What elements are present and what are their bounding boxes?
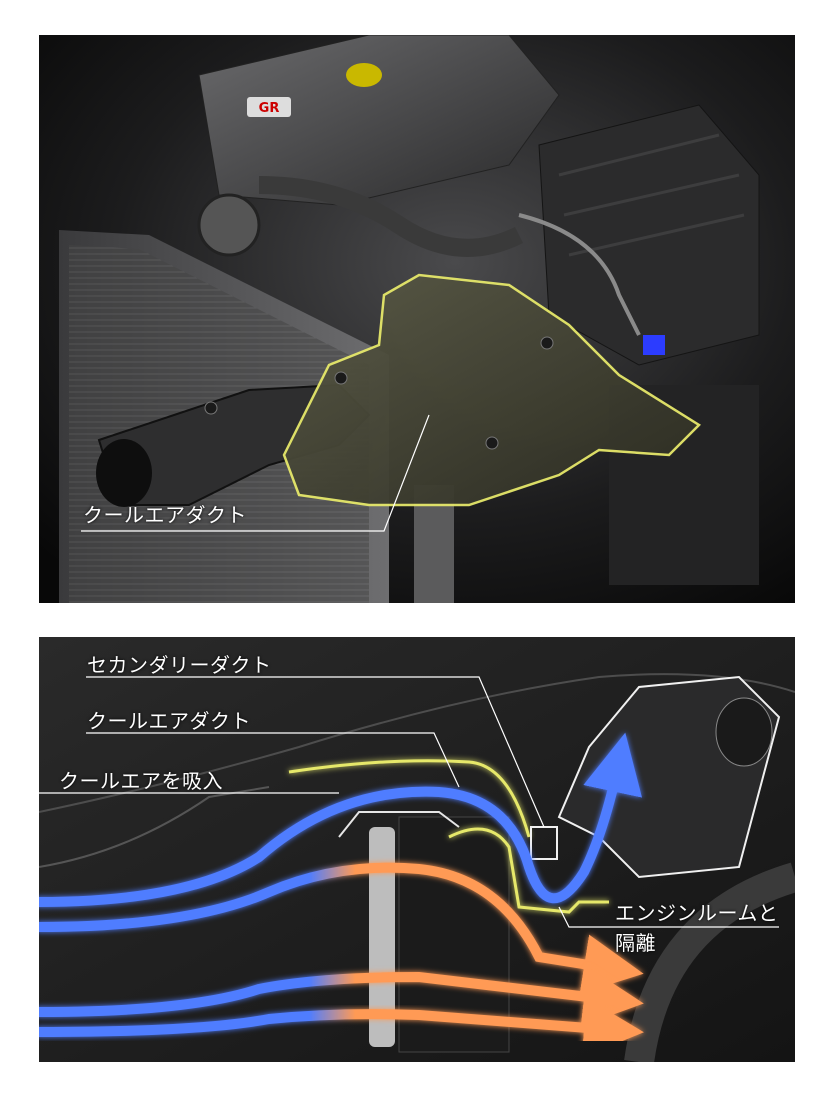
blue-connector (643, 335, 665, 355)
engine-room-label-line2: 隔離 (615, 931, 656, 955)
airflow-diagram (39, 637, 795, 1062)
through-flow-arrow-2 (39, 966, 644, 1027)
cool-air-intake-label: クールエアを吸入 (59, 769, 223, 793)
metal-line (518, 213, 641, 336)
air-box-outlet (715, 697, 773, 767)
through-flow-arrow-3 (39, 997, 644, 1058)
cool-air-duct-highlight (282, 273, 701, 507)
hood-outline (39, 673, 795, 813)
gr-badge (247, 97, 291, 117)
engine-bay-illustration: GR (39, 35, 795, 603)
snorkel-opening (96, 439, 152, 507)
cool-air-duct-bottom (448, 827, 609, 914)
engine-room-label-line1: エンジンルームと (615, 901, 779, 925)
condenser (369, 827, 395, 1047)
airflow-cutaway: セカンダリーダクト クールエアダクト クールエアを吸入 エンジンルームと 隔離 (39, 637, 795, 1062)
duct-callout-line (81, 414, 430, 532)
engine-bay-render: GR クールエアダクト (39, 35, 795, 603)
radiator-bracket (338, 811, 460, 838)
bumper-outline (39, 786, 270, 868)
secondary-duct-label: セカンダリーダクト (87, 653, 272, 677)
through-flow-arrow-1 (39, 862, 644, 994)
cool-air-duct-label: クールエアダクト (87, 709, 251, 733)
secondary-duct-leader (86, 676, 545, 828)
alternator (197, 193, 261, 257)
hose (258, 176, 524, 257)
cool-air-duct-top (288, 759, 531, 838)
intake-airflow-arrow (39, 732, 643, 907)
cool-air-duct-leader (86, 732, 460, 788)
cool-air-duct-label: クールエアダクト (83, 503, 247, 527)
wheel-arch (624, 862, 795, 1062)
gr-badge-text: GR (259, 101, 280, 116)
oil-cap-icon (346, 63, 382, 87)
engine-room-leader (558, 906, 779, 928)
